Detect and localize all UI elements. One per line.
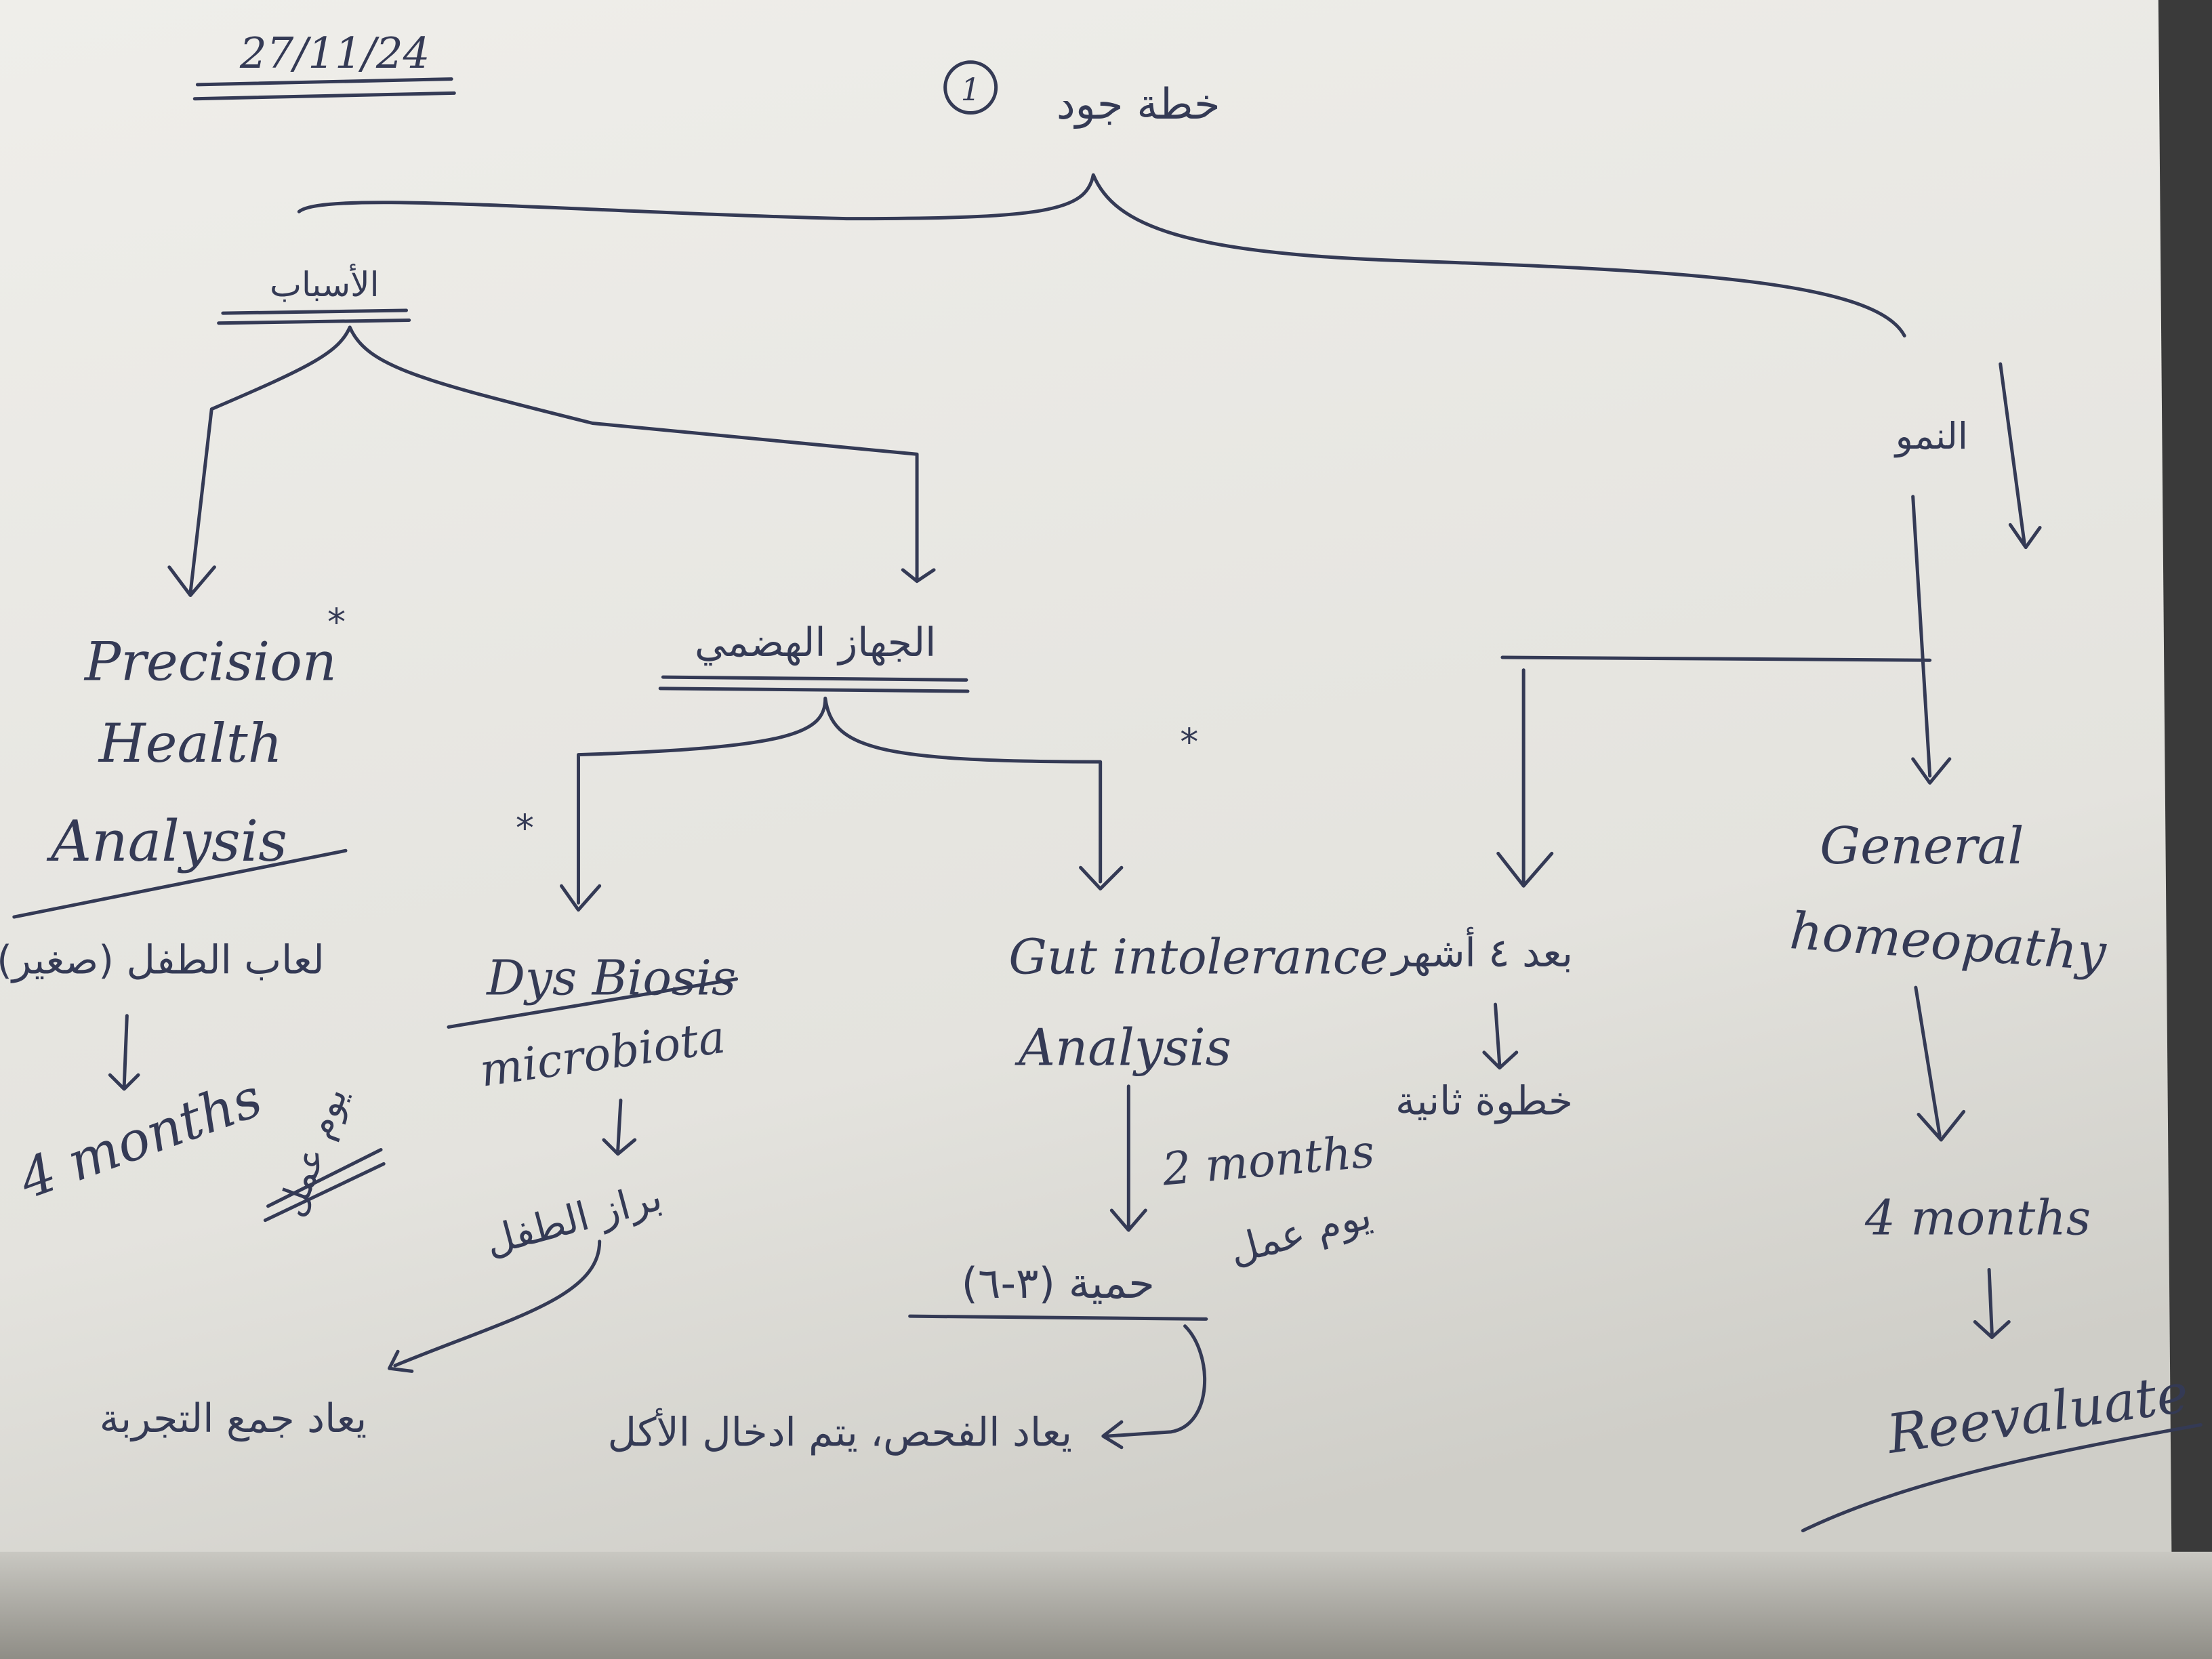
precision-line1: Precision xyxy=(83,630,337,693)
gut-followup-arrow xyxy=(1101,1324,1207,1450)
duration-arrow xyxy=(1973,1267,2011,1339)
precision-sample: لعاب الطفل (صغير) xyxy=(0,937,325,983)
gut-diet: حمية (٣-٦) xyxy=(962,1258,1155,1308)
dysbiosis-line1: Dys Biosis xyxy=(485,950,736,1006)
dysbiosis-arrow xyxy=(602,1099,637,1156)
causes-underline xyxy=(217,308,411,325)
page-circle xyxy=(943,60,998,115)
precision-arrow xyxy=(108,1014,140,1091)
digestive-branches xyxy=(559,696,1124,912)
causes-heading: الأسباب xyxy=(270,264,380,304)
gut-star: * xyxy=(1180,721,1198,764)
homeopathy-arrow xyxy=(1914,985,1966,1142)
date-underline xyxy=(192,77,456,101)
result-underline xyxy=(1801,1422,2203,1533)
dysbiosis-star: * xyxy=(516,807,534,850)
digestive-heading: الجهاز الهضمي xyxy=(695,619,936,666)
precision-line3: Analysis xyxy=(46,808,287,874)
precision-line2: Health xyxy=(98,712,283,775)
dysbiosis-followup: يعاد جمع التجربة xyxy=(100,1395,367,1442)
date: 27/11/24 xyxy=(239,28,430,78)
growth-next-step: خطوة ثانية xyxy=(1395,1078,1573,1124)
paper-shadow xyxy=(0,1551,2212,1659)
homeopathy-line1: General xyxy=(1820,816,2024,876)
growth-side-arrow xyxy=(1999,362,2042,550)
digestive-underline xyxy=(658,675,970,693)
dysbiosis-followup-arrow xyxy=(388,1240,602,1373)
growth-heading: النمو xyxy=(1893,415,1968,457)
growth-branches xyxy=(1496,495,1952,888)
star-marker: * xyxy=(327,601,346,644)
precision-underline xyxy=(12,848,348,919)
diet-underline xyxy=(908,1314,1208,1321)
homeopathy-duration: 4 months xyxy=(1864,1189,2091,1246)
growth-after-arrow xyxy=(1482,1002,1519,1070)
gut-followup: يعاد الفحص، يتم ادخال الأكل xyxy=(608,1408,1072,1456)
causes-branches xyxy=(167,325,936,597)
gut-line1: Gut intolerance xyxy=(1008,928,1388,985)
top-brace xyxy=(297,173,1906,337)
table-edge xyxy=(2158,0,2212,1659)
working-day-underline xyxy=(263,1148,386,1223)
growth-after: بعد ٤ أشهر xyxy=(1390,927,1573,977)
gut-arrow xyxy=(1109,1084,1147,1232)
dysbiosis-underline xyxy=(447,977,739,1029)
gut-line2: Analysis xyxy=(1015,1018,1231,1078)
title: خطة جود xyxy=(1057,79,1221,129)
page-number: 1 xyxy=(961,71,981,108)
